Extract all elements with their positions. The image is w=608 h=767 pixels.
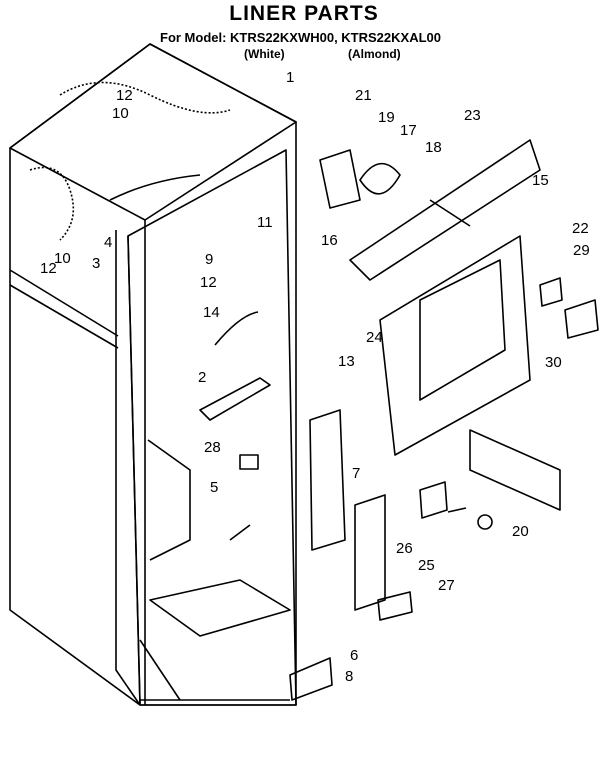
callout-3: 3 <box>92 255 100 272</box>
finish-almond: (Almond) <box>348 47 401 61</box>
callout-13: 13 <box>338 353 355 370</box>
callout-15: 15 <box>532 172 549 189</box>
callout-11: 11 <box>257 214 273 231</box>
liner-inner-opening <box>127 149 297 706</box>
callout-19: 19 <box>378 109 395 126</box>
fan-motor <box>319 149 361 209</box>
callout-18: 18 <box>425 139 442 156</box>
model-line: For Model: KTRS22KXWH00, KTRS22KXAL00 <box>160 30 441 45</box>
bracket-26 <box>419 481 448 519</box>
callout-6: 6 <box>350 647 358 664</box>
callout-14: 14 <box>203 304 220 321</box>
screw-5 <box>229 524 251 541</box>
callout-12: 12 <box>116 87 133 104</box>
callout-8: 8 <box>345 668 353 685</box>
finish-white: (White) <box>244 47 285 61</box>
callout-16: 16 <box>321 232 338 249</box>
liner-plate <box>354 494 386 611</box>
callout-21: 21 <box>355 87 372 104</box>
evaporator-cover <box>379 235 531 456</box>
cabinet-shell <box>9 43 297 706</box>
callout-30: 30 <box>545 354 562 371</box>
callout-9: 9 <box>205 251 213 268</box>
diagram-title: LINER PARTS <box>229 2 379 25</box>
diagram-header: LINER PARTS For Model: KTRS22KXWH00, KTR… <box>0 0 608 70</box>
harness-2 <box>199 377 271 421</box>
bottom-channel <box>469 429 561 511</box>
light-shield <box>564 299 599 339</box>
callout-28: 28 <box>204 439 221 456</box>
tube-14 <box>214 311 259 346</box>
callout-23: 23 <box>464 107 481 124</box>
strip-8 <box>289 657 333 701</box>
callout-24: 24 <box>366 329 383 346</box>
callout-4: 4 <box>104 234 112 251</box>
callout-20: 20 <box>512 523 529 540</box>
callout-17: 17 <box>400 122 417 139</box>
cabinet-top-face <box>9 43 297 221</box>
switch-28 <box>239 454 259 470</box>
side-strip <box>309 409 346 551</box>
callout-10: 10 <box>112 105 129 122</box>
callout-12: 12 <box>200 274 217 291</box>
callout-22: 22 <box>572 220 589 237</box>
callout-26: 26 <box>396 540 413 557</box>
callout-10: 10 <box>54 250 71 267</box>
fan-blade <box>359 162 401 195</box>
clip-6 <box>377 591 413 621</box>
callout-25: 25 <box>418 557 435 574</box>
callout-12: 12 <box>40 260 57 277</box>
air-bracket <box>349 139 541 281</box>
plug-27 <box>477 514 493 530</box>
callout-1: 1 <box>286 69 294 86</box>
screw-25 <box>447 507 467 513</box>
callout-2: 2 <box>198 369 206 386</box>
callout-27: 27 <box>438 577 455 594</box>
liner-bottom-tray <box>149 579 291 637</box>
callout-5: 5 <box>210 479 218 496</box>
callout-7: 7 <box>352 465 360 482</box>
callout-29: 29 <box>573 242 590 259</box>
light-socket <box>539 277 563 307</box>
